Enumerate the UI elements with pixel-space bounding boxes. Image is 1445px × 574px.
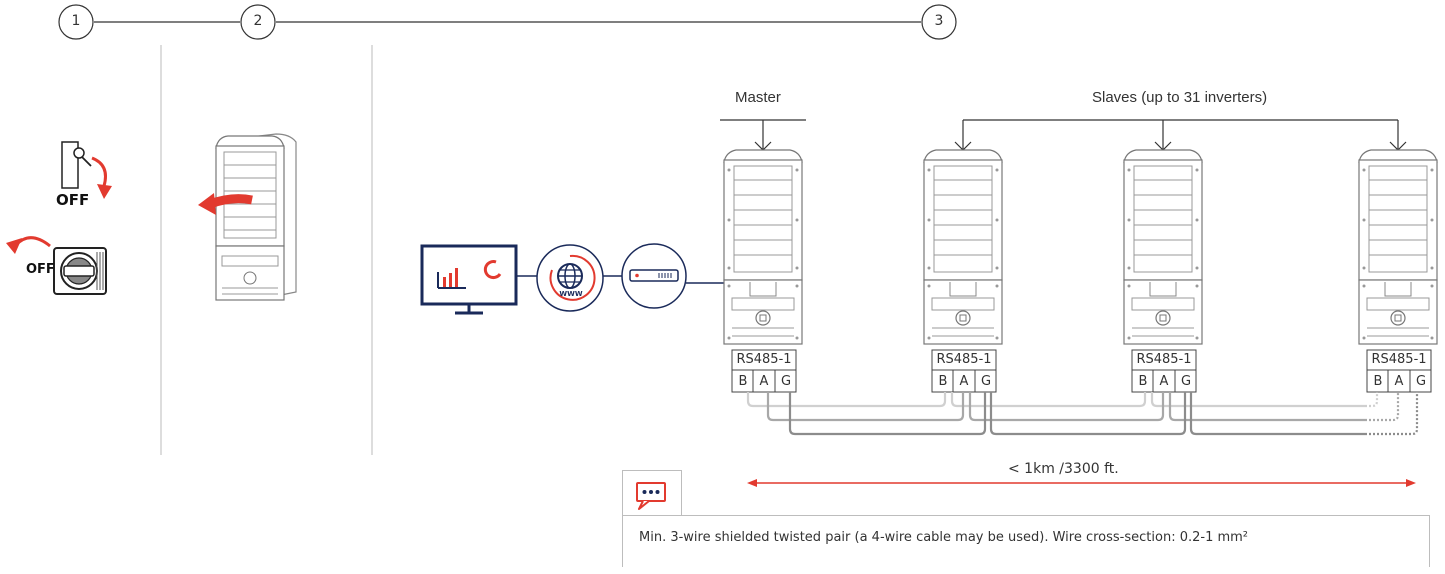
terminal-pin-a: A <box>759 374 769 389</box>
step-timeline <box>58 4 957 40</box>
slave-inverter <box>1123 149 1203 345</box>
terminal-title: RS485-1 <box>1371 352 1427 367</box>
step-3-number: 3 <box>934 13 944 29</box>
terminal-pin-b: B <box>1138 374 1148 389</box>
terminal-title: RS485-1 <box>1136 352 1192 367</box>
terminal-pin-b: B <box>1373 374 1383 389</box>
step-1-circle <box>58 4 94 40</box>
ac-breaker-off-icon <box>61 141 112 199</box>
dc-off-label: OFF <box>26 262 55 277</box>
note-text: Min. 3-wire shielded twisted pair (a 4-w… <box>639 530 1249 545</box>
dc-switch-off-icon <box>6 236 107 295</box>
terminal-pin-b: B <box>738 374 748 389</box>
note-tab <box>622 470 682 516</box>
step-3-circle <box>921 4 957 40</box>
rs485-terminals <box>731 349 1432 393</box>
chat-bubble-icon <box>636 482 666 510</box>
monitoring-screen-icon <box>420 244 518 315</box>
master-pointer <box>720 119 806 151</box>
terminal-pin-g: G <box>980 374 992 389</box>
ac-off-label: OFF <box>56 191 90 209</box>
internet-globe-icon: WWW <box>536 244 604 312</box>
rs485-bus-wiring <box>746 392 1419 436</box>
slaves-label: Slaves (up to 31 inverters) <box>1092 89 1268 106</box>
terminal-pin-a: A <box>959 374 969 389</box>
step-2-number: 2 <box>253 13 263 29</box>
step-2-circle <box>240 4 276 40</box>
svg-text:WWW: WWW <box>559 290 582 298</box>
router-icon <box>621 243 687 309</box>
slave-inverter <box>923 149 1003 345</box>
inverter-cover-removal-icon <box>198 133 297 301</box>
slaves-pointer <box>954 119 1407 151</box>
master-inverter <box>723 149 803 345</box>
terminal-pin-a: A <box>1394 374 1404 389</box>
terminal-pin-g: G <box>780 374 792 389</box>
distance-label: < 1km /3300 ft. <box>1008 461 1119 477</box>
terminal-title: RS485-1 <box>936 352 992 367</box>
terminal-pin-g: G <box>1415 374 1427 389</box>
step-1-number: 1 <box>71 13 81 29</box>
note-box: Min. 3-wire shielded twisted pair (a 4-w… <box>622 515 1430 567</box>
master-label: Master <box>735 89 781 106</box>
terminal-pin-a: A <box>1159 374 1169 389</box>
distance-arrow <box>747 479 1416 487</box>
terminal-title: RS485-1 <box>736 352 792 367</box>
terminal-pin-g: G <box>1180 374 1192 389</box>
terminal-pin-b: B <box>938 374 948 389</box>
slave-inverter <box>1358 149 1438 345</box>
